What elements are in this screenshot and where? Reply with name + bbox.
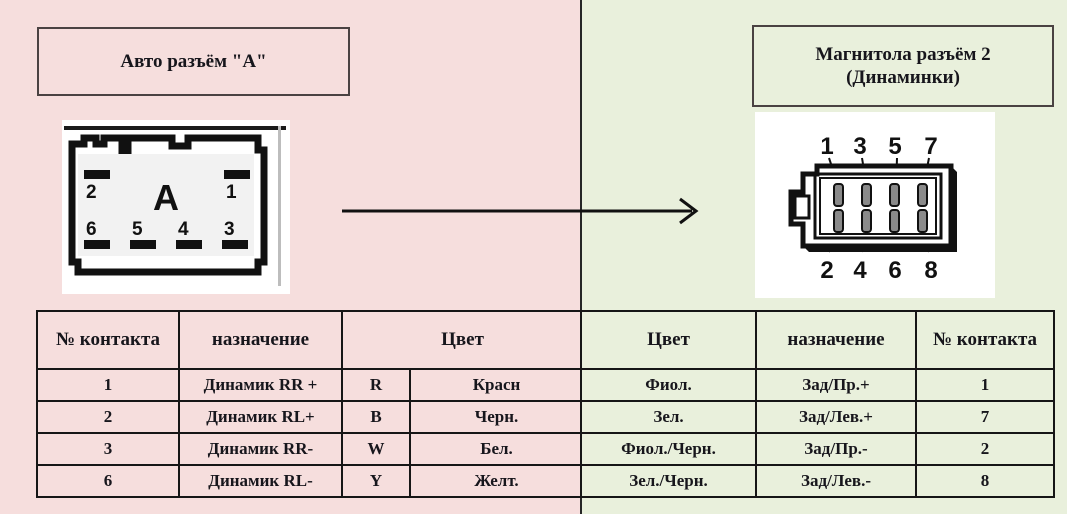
right-cell-purpose: Зад/Лев.+ — [755, 400, 917, 434]
left-cell-color: Бел. — [409, 432, 584, 466]
left-pin-label-4: 4 — [178, 219, 189, 240]
right-pin-label-6: 6 — [888, 257, 901, 284]
left-connector-image: 2 1 6 5 4 3 A — [62, 120, 290, 294]
right-cell-color: Зел./Черн. — [580, 464, 757, 498]
center-divider — [580, 0, 582, 514]
right-cell-pin: 8 — [915, 464, 1055, 498]
left-cell-pin: 6 — [36, 464, 180, 498]
left-table-header-row: № контакта назначение Цвет — [36, 310, 584, 370]
left-header-pin: № контакта — [36, 310, 180, 370]
flow-arrow-svg — [342, 197, 699, 225]
table-row: 3 Динамик RR- W Бел. — [36, 432, 584, 466]
right-cell-purpose: Зад/Пр.- — [755, 432, 917, 466]
left-cell-code: Y — [341, 464, 411, 498]
right-connector-svg: 1 3 5 7 2 4 6 8 — [755, 112, 995, 298]
left-cell-purpose: Динамик RR- — [178, 432, 343, 466]
left-pin-label-6: 6 — [86, 219, 97, 240]
left-pin-label-3: 3 — [224, 219, 235, 240]
right-cell-pin: 2 — [915, 432, 1055, 466]
right-cell-pin: 1 — [915, 368, 1055, 402]
left-cell-code: B — [341, 400, 411, 434]
right-cell-purpose: Зад/Лев.- — [755, 464, 917, 498]
left-pin-label-2: 2 — [86, 182, 97, 203]
right-cell-color: Зел. — [580, 400, 757, 434]
right-header-pin: № контакта — [915, 310, 1055, 370]
right-pin-label-1: 1 — [820, 133, 833, 160]
left-pin-label-5: 5 — [132, 219, 143, 240]
left-cell-purpose: Динамик RL- — [178, 464, 343, 498]
right-cell-pin: 7 — [915, 400, 1055, 434]
left-cell-pin: 3 — [36, 432, 180, 466]
right-table-header-row: Цвет назначение № контакта — [580, 310, 1055, 370]
right-connector-image: 1 3 5 7 2 4 6 8 — [755, 112, 995, 298]
table-row: Зел./Черн. Зад/Лев.- 8 — [580, 464, 1055, 498]
right-pin-label-4: 4 — [853, 257, 867, 284]
left-cell-color: Черн. — [409, 400, 584, 434]
right-cell-purpose: Зад/Пр.+ — [755, 368, 917, 402]
left-cell-pin: 2 — [36, 400, 180, 434]
left-pinout-table: № контакта назначение Цвет 1 Динамик RR … — [36, 310, 584, 498]
left-connector-title: Авто разъём "A" — [37, 27, 350, 96]
flow-arrow — [340, 190, 706, 232]
right-cell-color: Фиол./Черн. — [580, 432, 757, 466]
right-header-purpose: назначение — [755, 310, 917, 370]
left-cell-purpose: Динамик RL+ — [178, 400, 343, 434]
table-row: 6 Динамик RL- Y Желт. — [36, 464, 584, 498]
table-row: Зел. Зад/Лев.+ 7 — [580, 400, 1055, 434]
right-pin-label-8: 8 — [924, 257, 937, 284]
right-pin-label-7: 7 — [924, 133, 937, 160]
table-row: 2 Динамик RL+ B Черн. — [36, 400, 584, 434]
connector-letter-a: A — [153, 177, 179, 218]
right-title-line2: (Динаминки) — [846, 67, 960, 88]
right-cell-color: Фиол. — [580, 368, 757, 402]
left-cell-code: W — [341, 432, 411, 466]
left-header-purpose: назначение — [178, 310, 343, 370]
left-cell-code: R — [341, 368, 411, 402]
left-cell-purpose: Динамик RR + — [178, 368, 343, 402]
right-title-line1: Магнитола разъём 2 — [815, 43, 991, 65]
right-pin-label-2: 2 — [820, 257, 833, 284]
right-connector-title: Магнитола разъём 2 (Динаминки) — [752, 25, 1054, 107]
left-header-color: Цвет — [341, 310, 584, 370]
right-pin-label-5: 5 — [888, 133, 901, 160]
table-row: Фиол. Зад/Пр.+ 1 — [580, 368, 1055, 402]
right-header-color: Цвет — [580, 310, 757, 370]
table-row: Фиол./Черн. Зад/Пр.- 2 — [580, 432, 1055, 466]
left-pin-label-1: 1 — [226, 182, 237, 203]
right-pinout-table: Цвет назначение № контакта Фиол. Зад/Пр.… — [580, 310, 1055, 498]
left-title-text: Авто разъём "A" — [120, 50, 267, 72]
left-connector-svg: 2 1 6 5 4 3 A — [62, 120, 290, 294]
right-pin-label-3: 3 — [853, 133, 866, 160]
left-cell-color: Желт. — [409, 464, 584, 498]
left-cell-pin: 1 — [36, 368, 180, 402]
table-row: 1 Динамик RR + R Красн — [36, 368, 584, 402]
left-cell-color: Красн — [409, 368, 584, 402]
